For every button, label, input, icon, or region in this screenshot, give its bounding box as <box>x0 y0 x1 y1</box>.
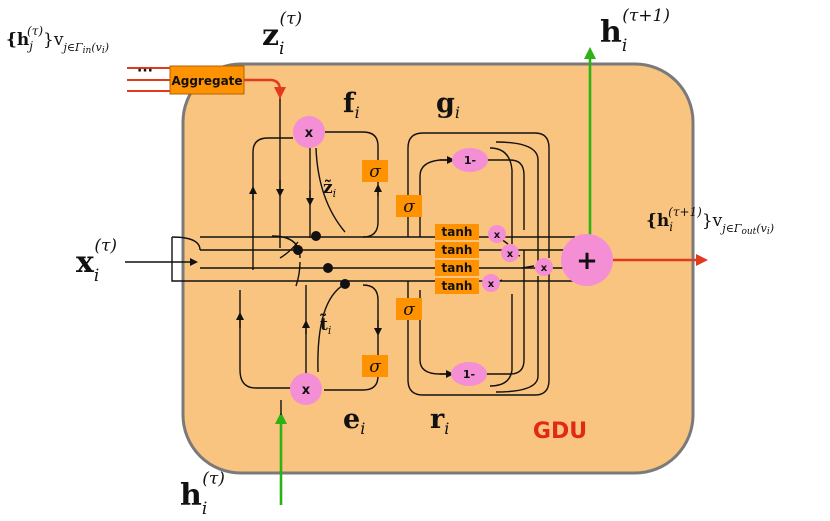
svg-text:+: + <box>576 246 598 276</box>
internal-wiring <box>125 96 575 396</box>
h-output-label: hi(τ+1) <box>600 6 670 56</box>
tanh-4: tanh <box>435 278 479 294</box>
svg-text:1-: 1- <box>464 154 476 167</box>
sigma-f: σ <box>362 160 388 182</box>
svg-text:x: x <box>494 230 501 241</box>
one-minus-bottom: 1- <box>451 362 487 386</box>
svg-text:x: x <box>541 263 548 274</box>
svg-text:x: x <box>305 126 314 141</box>
gdu-title: GDU <box>533 419 587 444</box>
svg-text:tanh: tanh <box>442 225 473 239</box>
aggregate-label: Aggregate <box>171 74 242 88</box>
r-gate-label: ri <box>430 404 449 438</box>
aggregate-to-unit-arrow <box>244 78 286 99</box>
h-input-label: hi(τ) <box>180 469 225 519</box>
sigma-e: σ <box>362 355 388 377</box>
z-tilde-label: z̃i <box>323 178 336 200</box>
aggregate-inputs <box>127 67 170 92</box>
svg-text:σ: σ <box>403 300 415 320</box>
svg-text:x: x <box>302 383 311 398</box>
junction-dots <box>293 231 350 289</box>
svg-text:σ: σ <box>369 357 381 377</box>
svg-text:σ: σ <box>403 197 415 217</box>
x-input-label: xi(τ) <box>76 236 117 286</box>
tanh-1: tanh <box>435 224 479 240</box>
plus-node: + <box>561 234 613 286</box>
t-tilde-label: t̃i <box>319 313 331 337</box>
svg-text:tanh: tanh <box>442 243 473 257</box>
aggregate-ellipsis: ··· <box>137 63 153 79</box>
multiplier-4: x <box>482 274 500 292</box>
multiplier-3: x <box>535 258 553 276</box>
multiplier-1: x <box>488 225 506 243</box>
svg-text:1-: 1- <box>463 368 475 381</box>
svg-text:tanh: tanh <box>442 261 473 275</box>
e-gate-label: ei <box>343 404 365 438</box>
tanh-2: tanh <box>435 242 479 258</box>
f-gate-label: fi <box>343 88 360 122</box>
z-label: zi(τ) <box>262 9 302 59</box>
svg-text:x: x <box>507 249 514 260</box>
g-gate-label: gi <box>436 88 460 122</box>
multiplier-f: x <box>293 116 325 148</box>
one-minus-top: 1- <box>452 148 488 172</box>
neighbors-out-label: {hi(τ+1)}vj∈Γout(vi) <box>646 205 774 237</box>
multiplier-2: x <box>501 244 519 262</box>
svg-text:tanh: tanh <box>442 279 473 293</box>
sigma-g: σ <box>396 195 422 217</box>
sigma-r: σ <box>396 298 422 320</box>
svg-text:σ: σ <box>369 162 381 182</box>
svg-text:x: x <box>488 279 495 290</box>
multiplier-e: x <box>290 373 322 405</box>
neighbors-in-label: {hj(τ)}vj∈Γin(vi) <box>6 24 109 56</box>
tanh-3: tanh <box>435 260 479 276</box>
